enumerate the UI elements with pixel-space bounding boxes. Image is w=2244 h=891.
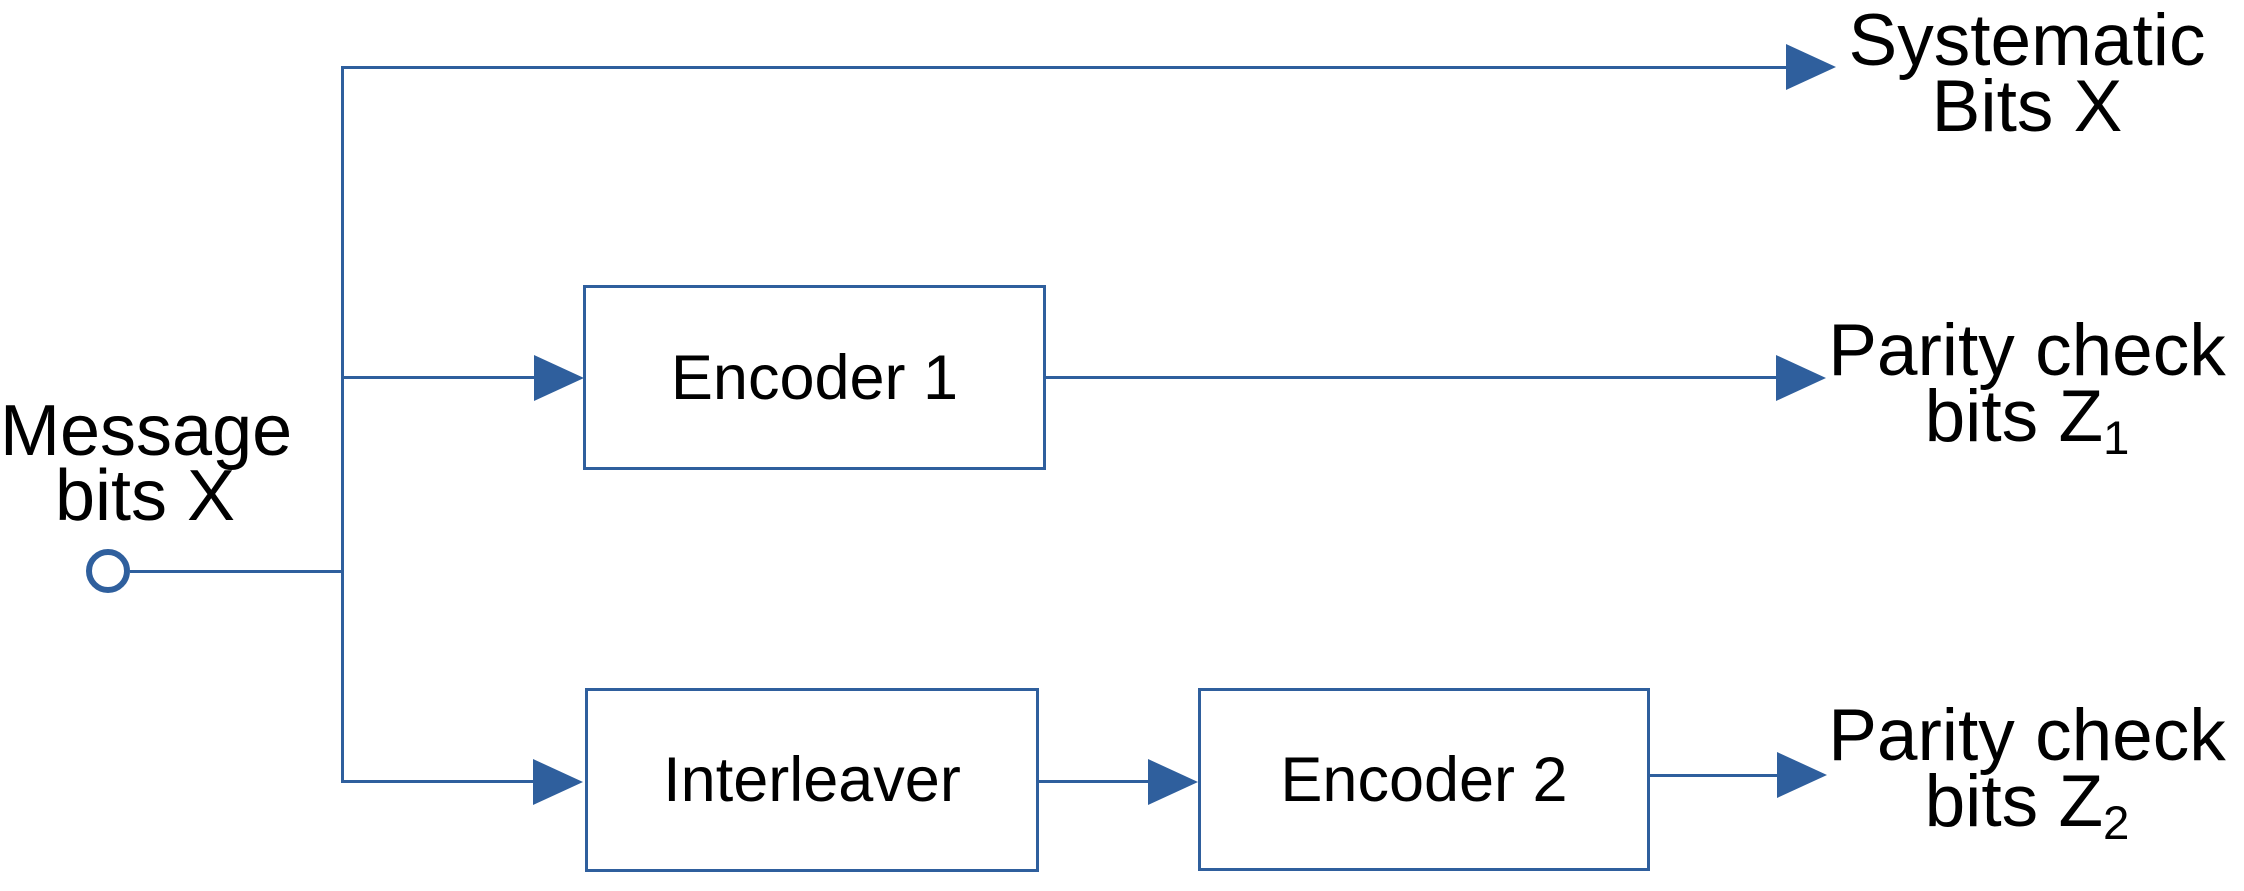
interleaver-input-arrowhead-icon bbox=[533, 759, 583, 805]
branch-line bbox=[341, 66, 344, 783]
connector-branch-to-systematic bbox=[341, 66, 1788, 69]
output-parity2-line2: bits Z2 bbox=[1924, 760, 2130, 850]
systematic-arrowhead-icon bbox=[1786, 44, 1836, 90]
output-label-systematic: Systematic Bits X bbox=[1810, 0, 2244, 147]
connector-encoder2-to-parity2 bbox=[1650, 774, 1777, 777]
output-label-parity2: Parity check bits Z2 bbox=[1810, 695, 2244, 850]
encoder1-label: Encoder 1 bbox=[670, 342, 959, 413]
output-parity1-line2: bits Z1 bbox=[1924, 375, 2130, 465]
output-label-parity1: Parity check bits Z1 bbox=[1810, 310, 2244, 465]
connector-input-to-branch bbox=[130, 570, 342, 573]
parity1-arrowhead-icon bbox=[1776, 355, 1826, 401]
output-systematic-line2: Bits X bbox=[1931, 65, 2123, 147]
input-label-line1: Message bbox=[0, 391, 293, 471]
encoder2-label: Encoder 2 bbox=[1280, 744, 1568, 815]
interleaver-label: Interleaver bbox=[663, 745, 961, 815]
connector-encoder1-to-parity1 bbox=[1046, 376, 1776, 379]
input-node-circle bbox=[86, 549, 130, 593]
encoder1-input-arrowhead-icon bbox=[534, 355, 584, 401]
input-label-line2: bits X bbox=[54, 455, 236, 536]
output-parity1-line1: Parity check bbox=[1828, 310, 2226, 391]
encoder2-input-arrowhead-icon bbox=[1148, 759, 1198, 805]
output-parity2-line1: Parity check bbox=[1828, 695, 2226, 776]
encoder2-block: Encoder 2 bbox=[1198, 688, 1650, 871]
parity2-arrowhead-icon bbox=[1777, 752, 1827, 798]
encoder1-block: Encoder 1 bbox=[583, 285, 1046, 470]
output-systematic-line1: Systematic bbox=[1848, 0, 2206, 81]
connector-branch-to-interleaver bbox=[341, 780, 533, 783]
connector-branch-to-encoder1 bbox=[341, 376, 534, 379]
output-parity2-subscript: 2 bbox=[2103, 796, 2130, 850]
interleaver-block: Interleaver bbox=[585, 688, 1039, 872]
connector-interleaver-to-encoder2 bbox=[1039, 780, 1148, 783]
output-parity1-subscript: 1 bbox=[2103, 411, 2130, 465]
input-label: Message bits X bbox=[0, 391, 293, 536]
